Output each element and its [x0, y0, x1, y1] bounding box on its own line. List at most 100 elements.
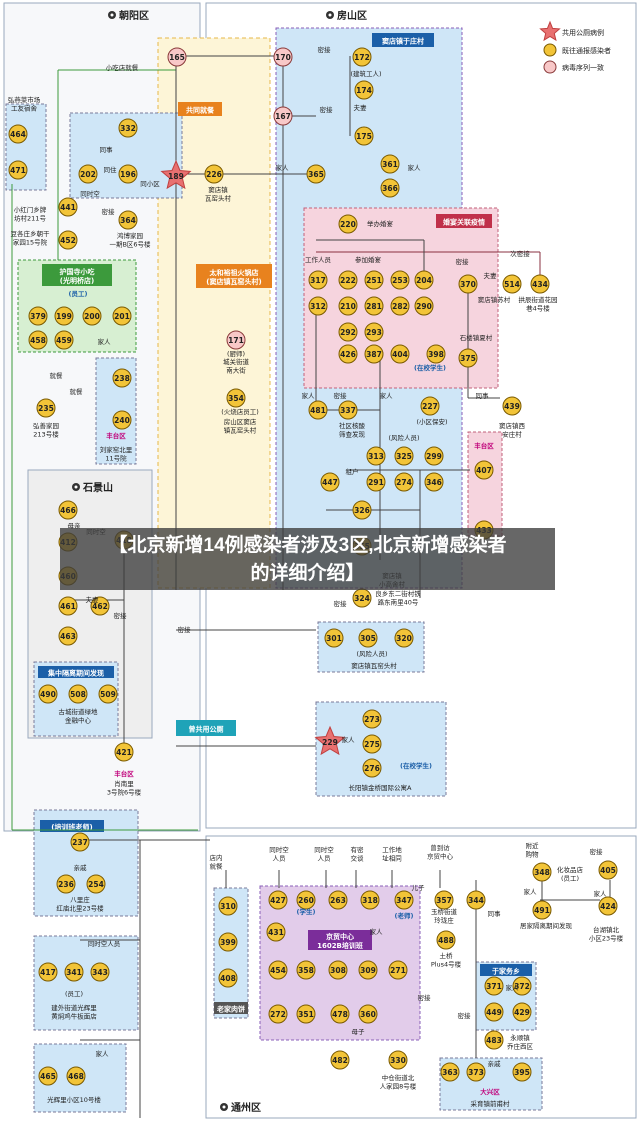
case-number-365: 365 — [308, 170, 324, 179]
diagram-label: 11号院 — [105, 454, 127, 463]
diagram-label: (建筑工人) — [350, 69, 381, 78]
case-number-434: 434 — [532, 280, 548, 289]
case-node-364 — [118, 210, 138, 230]
diagram-label: 鸿博家园 — [117, 231, 143, 240]
case-number-330: 330 — [390, 1056, 406, 1065]
case-node-227 — [420, 396, 440, 416]
case-number-347: 347 — [396, 896, 412, 905]
diagram-label: (员工) — [65, 990, 83, 998]
guanghui-box — [33, 935, 139, 1031]
case-number-421: 421 — [116, 748, 132, 757]
case-node-478 — [330, 1004, 350, 1024]
diagram-label: 亲戚 — [74, 863, 88, 872]
diagram-label: 坊村211号 — [14, 214, 46, 223]
diagram-label: 同事 — [100, 145, 114, 154]
tag-shared-toilet — [176, 720, 236, 736]
case-node-271 — [388, 960, 408, 980]
case-node-491 — [532, 900, 552, 920]
diagram-label: 家人 — [96, 1049, 110, 1058]
diagram-label: 密接 — [458, 1011, 472, 1020]
diagram-label: 丰台区 — [106, 431, 126, 440]
case-node-404 — [390, 344, 410, 364]
diagram-label: (在校学生) — [400, 761, 432, 770]
case-number-175: 175 — [356, 132, 372, 141]
case-number-325: 325 — [396, 452, 412, 461]
case-number-482: 482 — [332, 1056, 348, 1065]
case-node-292 — [338, 322, 358, 342]
legend-reported: 既往通报感染者 — [562, 46, 611, 55]
district-chaoyang: 朝阳区 — [119, 9, 149, 22]
case-number-254: 254 — [88, 880, 104, 889]
case-number-165: 165 — [169, 53, 185, 62]
case-number-318: 318 — [362, 896, 378, 905]
case-number-364: 364 — [120, 216, 136, 225]
diagram-label: 213号楼 — [33, 430, 59, 439]
location-pin-icon — [328, 13, 332, 17]
case-number-220: 220 — [340, 220, 356, 229]
case-node-236 — [56, 874, 76, 894]
case-node-171 — [226, 330, 246, 350]
case-number-310: 310 — [220, 902, 236, 911]
diagram-label: 肖南里 — [114, 779, 134, 788]
case-node-461 — [58, 596, 78, 616]
case-node-441 — [58, 197, 78, 217]
case-number-399: 399 — [220, 938, 236, 947]
diagram-label: 次密接 — [510, 249, 530, 258]
diagram-label: 曾到访 — [430, 843, 450, 852]
diagram-label: 台湖镇北 — [593, 925, 620, 934]
tag-jingmao — [308, 930, 372, 950]
case-number-346: 346 — [426, 478, 442, 487]
case-number-358: 358 — [298, 966, 314, 975]
diagram-label: 同时空 — [314, 845, 334, 854]
case-node-330 — [388, 1050, 408, 1070]
case-node-360 — [358, 1004, 378, 1024]
tag-label: 曾共用公厕 — [189, 725, 224, 734]
diagram-label: 家人 — [408, 163, 422, 172]
case-node-464 — [8, 124, 28, 144]
legend-pending: 病毒序列一致 — [562, 63, 604, 72]
diagram-label: 密接 — [334, 391, 348, 400]
case-node-276 — [362, 758, 382, 778]
tag-label: (窦店镇瓦窑头村) — [206, 277, 261, 286]
case-node-310 — [218, 896, 238, 916]
diagram-label: 大兴区 — [480, 1087, 500, 1096]
case-number-466: 466 — [60, 506, 76, 515]
diagram-label: 城关街道 — [223, 357, 250, 366]
case-number-291: 291 — [368, 478, 384, 487]
tag-teacher — [40, 820, 104, 832]
case-node-172 — [352, 47, 372, 67]
diagram-label: 家人 — [302, 391, 316, 400]
case-node-251 — [364, 270, 384, 290]
case-number-514: 514 — [504, 280, 520, 289]
case-number-273: 273 — [364, 715, 380, 724]
case-number-375: 375 — [460, 354, 476, 363]
tag-label: 老家肉饼 — [216, 1005, 245, 1014]
case-number-272: 272 — [270, 1010, 286, 1019]
case-node-372 — [512, 976, 532, 996]
case-number-251: 251 — [366, 276, 382, 285]
diagram-label: 一期B区6号楼 — [109, 240, 151, 249]
tag-label: 窦店镇于庄村 — [382, 37, 424, 46]
case-number-417: 417 — [40, 968, 56, 977]
diagram-label: 密接 — [178, 625, 192, 634]
legend-reported-icon — [543, 43, 557, 57]
case-node-320 — [394, 628, 414, 648]
case-node-363 — [440, 1062, 460, 1082]
case-node-370 — [458, 274, 478, 294]
case-number-320: 320 — [396, 634, 412, 643]
case-node-235 — [36, 398, 56, 418]
diagram-label: 金融中心 — [65, 716, 92, 725]
case-number-204: 204 — [416, 276, 432, 285]
case-node-488 — [436, 930, 456, 950]
case-number-281: 281 — [366, 302, 382, 311]
case-number-371: 371 — [486, 982, 502, 991]
diagram-label: 同时空 — [80, 189, 100, 198]
case-number-360: 360 — [360, 1010, 376, 1019]
case-number-308: 308 — [330, 966, 346, 975]
diagram-label: 密接 — [456, 257, 470, 266]
case-node-263 — [328, 890, 348, 910]
case-node-429 — [512, 1002, 532, 1022]
case-node-165 — [167, 47, 187, 67]
headline-line-2: 的详细介绍】 — [250, 563, 365, 584]
diagram-label: (小区保安) — [416, 417, 447, 426]
